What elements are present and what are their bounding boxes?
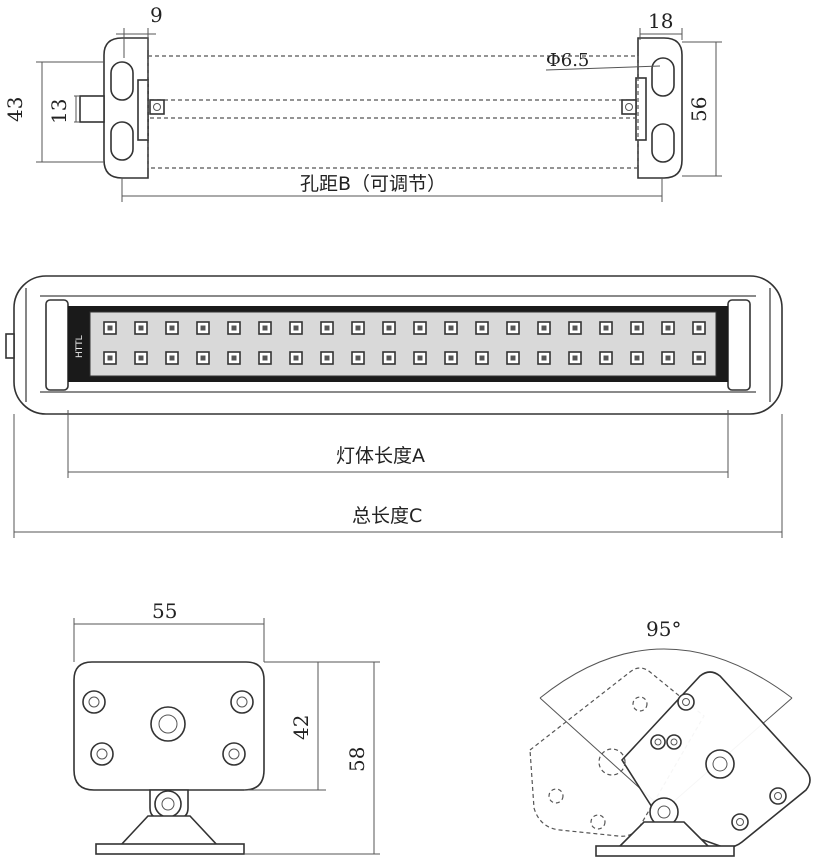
dim-55-label: 55 [152, 599, 177, 623]
led-chip-core [107, 355, 113, 361]
left-end-cap [45, 299, 69, 391]
dim-58-label: 58 [345, 747, 369, 772]
led-chip-core [324, 325, 330, 331]
led-chip-core [448, 325, 454, 331]
led-chip-core [138, 355, 144, 361]
right-end-cap [727, 299, 751, 391]
led-chip-core [510, 325, 516, 331]
left-mount-block [137, 79, 149, 141]
led-chip-core [479, 325, 485, 331]
bracket-hole [90, 742, 114, 766]
bracket-hole [82, 690, 106, 714]
led-chip-core [665, 325, 671, 331]
pivot [154, 790, 182, 818]
hole-spacing-label: 孔距B（可调节） [300, 173, 446, 195]
dim-13-label: 13 [47, 99, 71, 124]
brand-mark: HTTL [75, 335, 85, 358]
led-chip-core [417, 325, 423, 331]
rotated-plate-dashed [529, 667, 705, 837]
led-chip-core [386, 325, 392, 331]
led-chip-core [293, 325, 299, 331]
led-chip-core [262, 355, 268, 361]
led-chip-core [200, 355, 206, 361]
dim-43-label: 43 [3, 97, 27, 122]
led-chip-core [479, 355, 485, 361]
led-chip-core [355, 325, 361, 331]
led-chip-core [200, 325, 206, 331]
dim-42-label: 42 [289, 715, 313, 740]
left-slot-bottom [110, 121, 134, 161]
bracket-hole [222, 742, 246, 766]
led-chip-core [231, 325, 237, 331]
hole-diameter-label: Φ6.5 [546, 50, 589, 71]
led-chip-core [665, 355, 671, 361]
led-chip-core [448, 355, 454, 361]
angle-label: 95° [646, 617, 681, 641]
dim-56-label: 56 [687, 97, 711, 122]
rotation-foot [595, 845, 735, 857]
left-screw-square [149, 99, 165, 115]
led-chip-core [107, 325, 113, 331]
cable-stub [79, 95, 105, 123]
left-slot-top [110, 61, 134, 101]
led-chip-core [696, 325, 702, 331]
led-chip-core [169, 325, 175, 331]
led-chip-core [386, 355, 392, 361]
bracket-center-hole [150, 706, 186, 742]
top-view: 9 18 43 13 56 Φ6.5 孔距B（可调节） [3, 3, 722, 202]
bracket-view: 55 42 58 [73, 599, 380, 855]
bracket-hole [230, 690, 254, 714]
right-slot-bottom [651, 123, 675, 163]
rotation-view: 95° [529, 617, 811, 857]
front-view: HTTL 灯体长度A 总长度C [5, 275, 783, 538]
led-chip-core [696, 355, 702, 361]
led-chip-core [262, 325, 268, 331]
bracket-base [118, 815, 220, 847]
dim-9-label: 9 [150, 3, 163, 27]
led-chip-core [417, 355, 423, 361]
led-chip-core [169, 355, 175, 361]
led-chip-core [293, 355, 299, 361]
led-chip-core [138, 325, 144, 331]
led-board [89, 311, 717, 377]
right-screw-square [621, 99, 637, 115]
total-length-label: 总长度C [352, 505, 422, 527]
led-chip-core [324, 355, 330, 361]
led-chip-core [603, 325, 609, 331]
lamp-hidden-outline [147, 55, 639, 169]
bracket-foot [95, 843, 245, 855]
led-chip-core [510, 355, 516, 361]
led-chip-core [355, 355, 361, 361]
led-chip-core [541, 325, 547, 331]
led-grid [103, 321, 706, 365]
right-slot-top [651, 57, 675, 97]
led-chip-core [541, 355, 547, 361]
body-length-label: 灯体长度A [336, 445, 425, 467]
led-chip-core [603, 355, 609, 361]
led-chip-core [634, 355, 640, 361]
led-chip-core [634, 325, 640, 331]
angle-arc [539, 648, 793, 699]
led-chip-core [231, 355, 237, 361]
dim-18-label: 18 [648, 9, 673, 33]
led-chip-core [572, 355, 578, 361]
led-chip-core [572, 325, 578, 331]
side-connector [5, 333, 15, 359]
